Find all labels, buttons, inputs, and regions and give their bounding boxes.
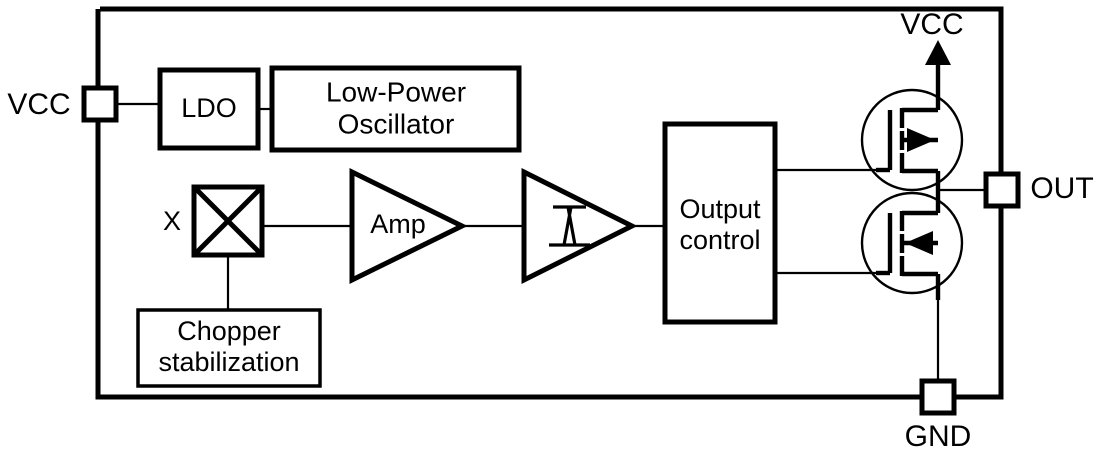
low-side-mosfet[interactable]	[860, 190, 964, 300]
hysteresis-icon	[549, 205, 590, 247]
pin-pad-out[interactable]	[983, 171, 1021, 209]
block-ldo-label: LDO	[181, 93, 237, 123]
block-output-control-label-line1: Output	[679, 194, 761, 224]
block-oscillator[interactable]	[269, 65, 522, 153]
pin-label-gnd: GND	[905, 420, 972, 453]
pin-label-out: OUT	[1030, 172, 1093, 205]
supply-label-vcc: VCC	[900, 8, 963, 41]
block-output-control[interactable]	[662, 121, 778, 325]
low-side-body-arrow	[905, 231, 933, 255]
low-side-mosfet-envelope	[860, 191, 964, 295]
supply-arrow-head	[925, 40, 951, 65]
block-oscillator-label-line2: Oscillator	[338, 108, 455, 139]
device-boundary-lower	[95, 9, 1004, 400]
hall-element-diagonal-2	[194, 187, 262, 255]
high-side-mosfet[interactable]	[860, 78, 964, 192]
pin-pad-vcc[interactable]	[81, 85, 119, 123]
device-boundary	[100, 6, 1004, 190]
supply-arrow-vcc	[925, 40, 951, 78]
block-hall-element-label: X	[163, 206, 181, 236]
block-chopper-label-line2: stabilization	[158, 347, 299, 377]
block-amp[interactable]	[349, 167, 468, 285]
block-output-control-label-line2: control	[679, 225, 760, 255]
high-side-mosfet-envelope	[860, 88, 964, 192]
pin-label-vcc: VCC	[7, 88, 70, 121]
block-amp-label: Amp	[370, 209, 426, 239]
block-chopper[interactable]	[136, 308, 322, 388]
block-schmitt-trigger[interactable]	[521, 167, 638, 285]
block-ldo[interactable]	[157, 67, 261, 151]
block-oscillator-label-line1: Low-Power	[326, 76, 466, 107]
block-chopper-label-line1: Chopper	[177, 316, 281, 346]
high-side-body-arrow	[907, 128, 935, 152]
pin-pad-gnd[interactable]	[919, 378, 957, 416]
